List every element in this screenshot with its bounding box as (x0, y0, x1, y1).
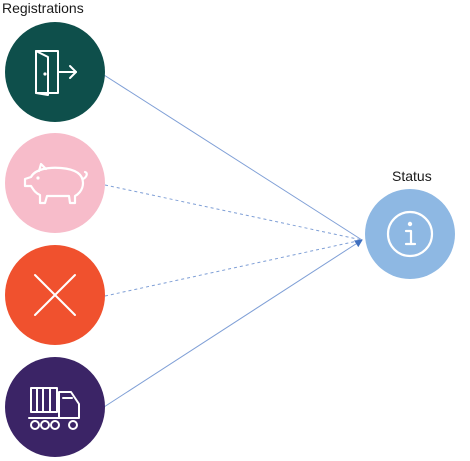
connector-transport-to-status (103, 239, 363, 408)
transport-node (5, 357, 105, 457)
connector-animal-to-status (104, 184, 363, 241)
status-title: Status (392, 168, 432, 184)
truck-icon (28, 387, 80, 430)
x-icon (34, 274, 76, 316)
removal-node (5, 245, 105, 345)
door-enter-icon (35, 50, 77, 96)
registrations-title: Registrations (2, 0, 84, 16)
connector-removal-to-status (104, 239, 363, 297)
pig-icon (23, 162, 88, 205)
entry-node (5, 22, 105, 122)
status-node (365, 189, 455, 279)
info-icon (386, 210, 434, 258)
connector-entry-to-status (103, 74, 363, 241)
animal-node (5, 133, 105, 233)
